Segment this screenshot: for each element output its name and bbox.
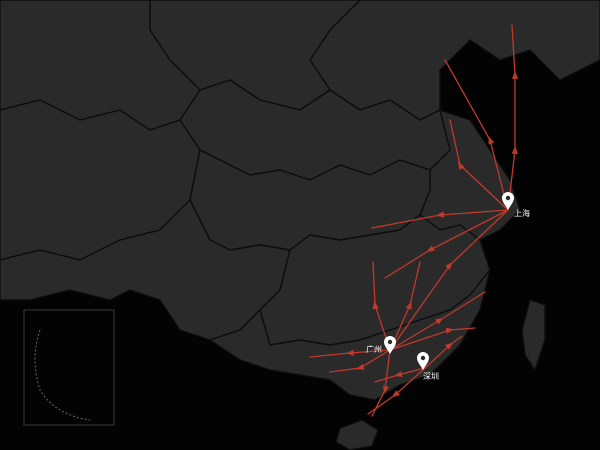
route-shanghai-north: [444, 59, 509, 211]
route-guangzhou-shanghai: [389, 209, 509, 351]
route-shenzhen-east: [424, 335, 463, 369]
south-sea-inset: [23, 309, 115, 426]
route-shanghai-shandong: [449, 119, 509, 211]
map-pin-icon: [502, 192, 514, 210]
region-northeast: [309, 0, 600, 121]
city-markers: 上海 广州 深圳: [366, 192, 530, 381]
route-guangzhou-west: [309, 349, 391, 358]
inset-boundary-line: [34, 329, 91, 421]
pin-center: [420, 355, 426, 361]
city-label-shenzhen: 深圳: [423, 371, 439, 381]
city-marker-guangzhou[interactable]: 广州: [366, 336, 396, 354]
route-guangzhou-guangxi: [329, 349, 391, 373]
map-pin-icon: [384, 336, 396, 354]
region-hainan: [335, 419, 379, 450]
city-label-guangzhou: 广州: [366, 344, 382, 354]
route-shanghai-northeast: [507, 24, 519, 211]
region-south-coast: [209, 269, 491, 401]
inset-frame: [23, 309, 115, 426]
route-lines: [309, 24, 519, 417]
route-guangzhou-hunan: [389, 261, 421, 351]
route-guangzhou-fujian: [389, 291, 486, 351]
city-marker-shanghai[interactable]: 上海: [502, 192, 530, 218]
city-label-shanghai: 上海: [514, 208, 530, 218]
pin-center: [387, 339, 393, 345]
route-shenzhen-west: [374, 367, 426, 383]
route-shanghai-west: [371, 209, 509, 229]
route-shenzhen-south: [367, 367, 426, 415]
city-marker-shenzhen[interactable]: 深圳: [417, 352, 439, 381]
route-guangzhou-hainan: [371, 349, 391, 417]
route-shanghai-central: [384, 209, 509, 279]
region-taiwan: [521, 299, 546, 371]
route-guangzhou-north: [372, 261, 391, 351]
route-guangzhou-coast: [389, 327, 476, 351]
map-pin-icon: [417, 352, 429, 370]
pin-center: [505, 195, 511, 201]
